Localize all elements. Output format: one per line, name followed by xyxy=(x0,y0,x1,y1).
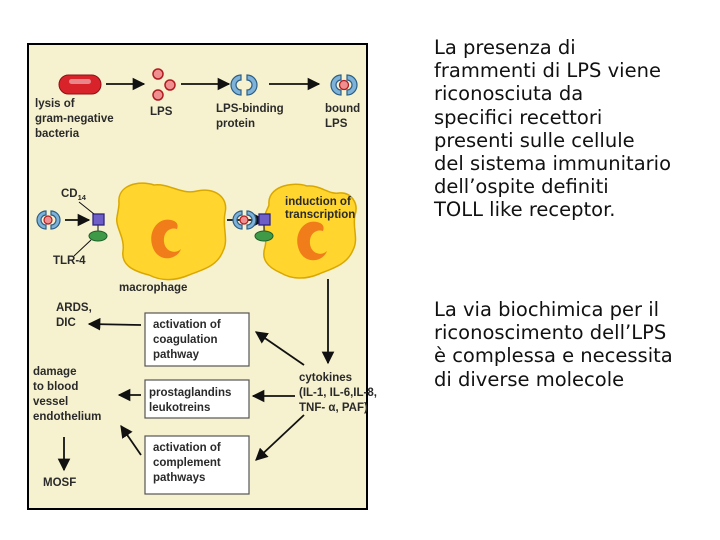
arrow xyxy=(120,424,142,456)
lps-molecules-icon xyxy=(152,68,176,101)
svg-text:prostaglandins: prostaglandins xyxy=(149,387,231,399)
svg-text:DIC: DIC xyxy=(56,317,76,329)
svg-text:LPS-binding: LPS-binding xyxy=(216,103,284,115)
svg-text:induction of: induction of xyxy=(285,196,351,208)
lps-binding-label: LPS-binding protein xyxy=(216,103,284,130)
prostaglandins-box xyxy=(144,379,250,419)
tlr4-label: TLR-4 xyxy=(53,255,86,267)
svg-text:(IL-1, IL-6,IL-8,: (IL-1, IL-6,IL-8, xyxy=(299,387,377,399)
text-line: frammenti di LPS viene xyxy=(434,59,661,83)
lps-label: LPS xyxy=(150,106,173,118)
svg-text:damage: damage xyxy=(33,366,76,378)
text-line: del sistema immunitario xyxy=(434,152,672,176)
svg-text:coagulation: coagulation xyxy=(153,334,218,346)
bound-lps-icon xyxy=(330,74,358,96)
complement-box xyxy=(144,435,250,495)
nucleus-icon xyxy=(151,219,181,259)
lps-pathway-diagram: lysis of gram-negative bacteria LPS LPS-… xyxy=(27,43,377,510)
coagulation-box xyxy=(144,312,250,367)
svg-text:bound: bound xyxy=(325,103,360,115)
svg-text:activation of: activation of xyxy=(153,319,221,331)
mosf-label: MOSF xyxy=(43,477,76,489)
cytokines-label: cytokines (IL-1, IL-6,IL-8, TNF- α, PAF) xyxy=(299,372,377,414)
lysis-label: lysis of gram-negative bacteria xyxy=(35,98,114,140)
arrow xyxy=(87,317,142,331)
svg-text:leukotreins: leukotreins xyxy=(149,402,210,414)
cd14-leader xyxy=(78,201,95,215)
svg-text:vessel: vessel xyxy=(33,396,68,408)
tlr4-leader xyxy=(73,239,92,257)
svg-text:pathways: pathways xyxy=(153,472,205,484)
text-line: TOLL like receptor. xyxy=(434,198,616,222)
svg-text:protein: protein xyxy=(216,118,255,130)
text-line: riconosciuta da xyxy=(434,82,584,106)
svg-text:ARDS,: ARDS, xyxy=(56,302,92,314)
arrow xyxy=(254,331,305,366)
svg-text:cytokines: cytokines xyxy=(299,372,352,384)
prostaglandins-label: prostaglandins leukotreins xyxy=(149,387,231,414)
cd14-label: CD14 xyxy=(61,188,87,202)
text-line: è complessa e necessita xyxy=(434,344,673,368)
bound-lps-label: bound LPS xyxy=(325,103,360,130)
text-line: specifici recettori xyxy=(434,105,603,129)
text-line: La via biochimica per il xyxy=(434,298,660,321)
svg-text:lysis of: lysis of xyxy=(35,98,75,110)
svg-text:gram-negative: gram-negative xyxy=(35,113,114,125)
tlr4-receptor-icon xyxy=(88,230,108,242)
svg-text:to blood: to blood xyxy=(33,381,78,393)
complement-label: activation of complement pathways xyxy=(153,442,221,484)
text-line: presenti sulle cellule xyxy=(434,128,635,152)
text-line: riconoscimento dell’LPS xyxy=(434,321,667,345)
nucleus-icon xyxy=(297,221,327,261)
bacterium-icon xyxy=(58,74,102,95)
text-line: La presenza di xyxy=(434,36,576,59)
coagulation-label: activation of coagulation pathway xyxy=(153,319,221,361)
svg-text:LPS: LPS xyxy=(325,118,348,130)
macrophage-label: macrophage xyxy=(119,282,187,294)
paragraph-toll-like-receptor: La presenza di frammenti di LPS viene ri… xyxy=(434,36,709,222)
induction-label: induction of transcription xyxy=(285,196,355,221)
lps-binding-protein-icon xyxy=(230,74,258,96)
svg-text:bacteria: bacteria xyxy=(35,128,80,140)
lps-cd14-complex-icon xyxy=(36,210,61,230)
macrophage-cell-icon xyxy=(116,182,227,281)
arrow xyxy=(255,414,305,461)
lps-cd14-complex-icon xyxy=(232,210,257,230)
text-line: dell’ospite definiti xyxy=(434,175,609,199)
svg-text:endothelium: endothelium xyxy=(33,411,101,423)
cd14-receptor-icon xyxy=(92,213,105,226)
svg-text:activation of: activation of xyxy=(153,442,221,454)
svg-text:transcription: transcription xyxy=(285,209,355,221)
text-line: di diverse molecole xyxy=(434,367,625,391)
svg-text:pathway: pathway xyxy=(153,349,200,361)
ards-dic-label: ARDS, DIC xyxy=(56,302,92,329)
tlr4-receptor-icon xyxy=(254,230,274,242)
cd14-receptor-icon xyxy=(258,213,271,226)
svg-text:TNF- α, PAF): TNF- α, PAF) xyxy=(299,402,368,414)
paragraph-biochemical-pathway: La via biochimica per il riconoscimento … xyxy=(434,298,709,391)
damage-label: damage to blood vessel endothelium xyxy=(33,366,101,423)
svg-text:complement: complement xyxy=(153,457,221,469)
